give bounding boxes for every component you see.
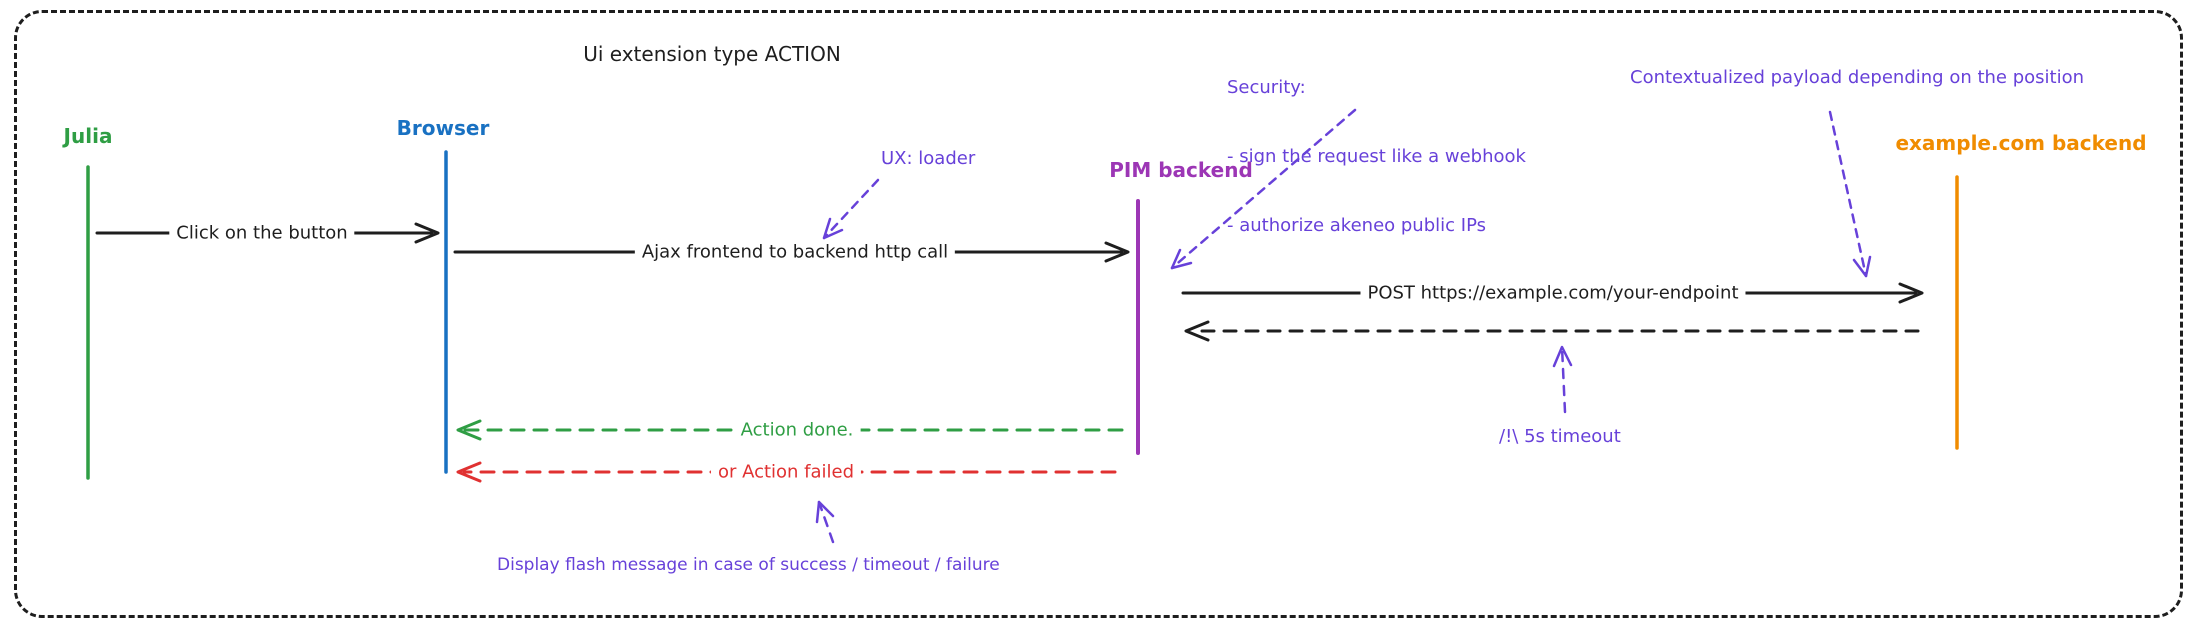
message-post-arrowhead-icon [1898, 282, 1924, 304]
annotation-arrow-ux-head-icon [822, 217, 844, 240]
annotation-flash-message: Display flash message in case of success… [497, 555, 1000, 575]
message-post-label: POST https://example.com/your-endpoint [1360, 282, 1746, 304]
diagram-dashed-border [14, 10, 2183, 618]
actor-label-example: example.com backend [1895, 131, 2147, 155]
annotation-payload: Contextualized payload depending on the … [1630, 67, 2085, 88]
annotation-security-item1: - sign the request like a webhook [1227, 146, 1526, 167]
annotation-arrow-ux [822, 178, 880, 240]
annotation-security: Security: - sign the request like a webh… [1227, 30, 1526, 283]
annotation-arrow-flash [817, 500, 835, 544]
annotation-arrow-security-head-icon [1170, 248, 1193, 270]
annotation-arrow-flash-head-icon [815, 500, 835, 524]
message-click-arrowhead-icon [414, 222, 440, 244]
actor-label-julia: Julia [63, 124, 113, 148]
annotation-ux-loader: UX: loader [881, 148, 976, 169]
message-ajax-label: Ajax frontend to backend http call [634, 241, 956, 263]
message-failed-label: or Action failed [710, 461, 862, 483]
message-failed-arrowhead-icon [456, 461, 482, 483]
message-click-label: Click on the button [169, 222, 355, 244]
annotation-security-item2: - authorize akeneo public IPs [1227, 215, 1486, 236]
actor-label-pim: PIM backend [1109, 158, 1253, 182]
annotation-arrow-payload [1828, 110, 1868, 278]
diagram-title: Ui extension type ACTION [583, 42, 841, 66]
annotation-arrow-security [1170, 108, 1357, 270]
message-return-arrowhead-icon [1184, 320, 1210, 342]
annotation-arrow-timeout [1560, 345, 1567, 414]
message-done-label: Action done. [733, 419, 861, 441]
annotation-security-title: Security: [1227, 77, 1306, 98]
annotation-timeout: /!\ 5s timeout [1499, 426, 1621, 447]
annotation-arrow-payload-head-icon [1852, 255, 1872, 278]
actor-label-browser: Browser [396, 116, 490, 140]
annotation-arrow-timeout-head-icon [1552, 345, 1573, 368]
message-ajax-arrowhead-icon [1104, 241, 1130, 263]
message-done-arrowhead-icon [456, 419, 482, 441]
